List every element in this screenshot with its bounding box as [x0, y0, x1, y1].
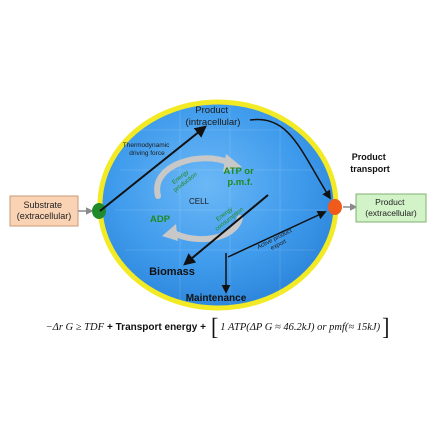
equation-atp-term: 1 ATP(ΔP G ≈ 46.2kJ) or pmf(≈ 15kJ) — [220, 321, 381, 333]
equation-close-bracket: ] — [382, 312, 390, 341]
energy-cycle-arc-top — [154, 155, 233, 199]
exit-transporter — [328, 199, 342, 215]
cell-texture — [115, 105, 325, 305]
product-extracellular-label: Product (extracellular) — [365, 197, 417, 218]
product-transport-label: Product transport — [350, 152, 390, 174]
adp-label: ADP — [150, 214, 171, 225]
substrate-label: Substrate (extracellular) — [17, 200, 72, 221]
energy-cycle-arc-bottom — [169, 215, 243, 243]
thermo-force-label: Thermodynamic driving force — [123, 142, 171, 157]
atp-pmf-label: ATP or p.m.f. — [224, 166, 257, 188]
maintenance-label: Maintenance — [186, 293, 247, 304]
product-to-export-arrow — [249, 118, 331, 200]
thermo-line-2: driving force — [129, 150, 165, 157]
thermo-line-1: Thermodynamic — [123, 142, 170, 149]
equation-open-bracket: [ — [210, 312, 219, 341]
biomass-label: Biomass — [149, 266, 195, 278]
product-int-line-1: Product — [195, 105, 228, 116]
substrate-box — [9, 195, 79, 227]
energy-balance-equation: −Δr G ≥ TDF + Transport energy + [ 1 ATP… — [0, 312, 437, 342]
equation-lhs: −Δr G ≥ TDF — [45, 321, 104, 333]
product-ext-line-2: (extracellular) — [365, 208, 417, 218]
product-extracellular-box — [355, 193, 427, 223]
energy-cycle-arrowhead-top — [223, 154, 242, 172]
product-transport-line-2: transport — [350, 164, 390, 174]
thermodynamic-force-arrow — [99, 125, 207, 212]
cell-body — [97, 99, 339, 311]
product-transport-line-1: Product — [352, 152, 386, 162]
atp-line-1: ATP or — [224, 166, 255, 177]
active-export-arrow — [227, 210, 327, 258]
cell-label: CELL — [189, 197, 210, 206]
equation-transport-energy: + Transport energy + — [107, 321, 206, 333]
energy-cycle-arrowhead-bottom — [162, 224, 178, 241]
product-ext-line-1: Product — [375, 197, 405, 207]
atp-line-2: p.m.f. — [227, 177, 252, 188]
entry-transporter — [92, 203, 106, 219]
substrate-line-2: (extracellular) — [17, 211, 72, 221]
product-int-line-2: (intracellular) — [186, 117, 241, 128]
biomass-synthesis-arrow — [183, 194, 269, 266]
product-intracellular-label: Product (intracellular) — [186, 105, 241, 128]
substrate-line-1: Substrate — [23, 200, 62, 210]
